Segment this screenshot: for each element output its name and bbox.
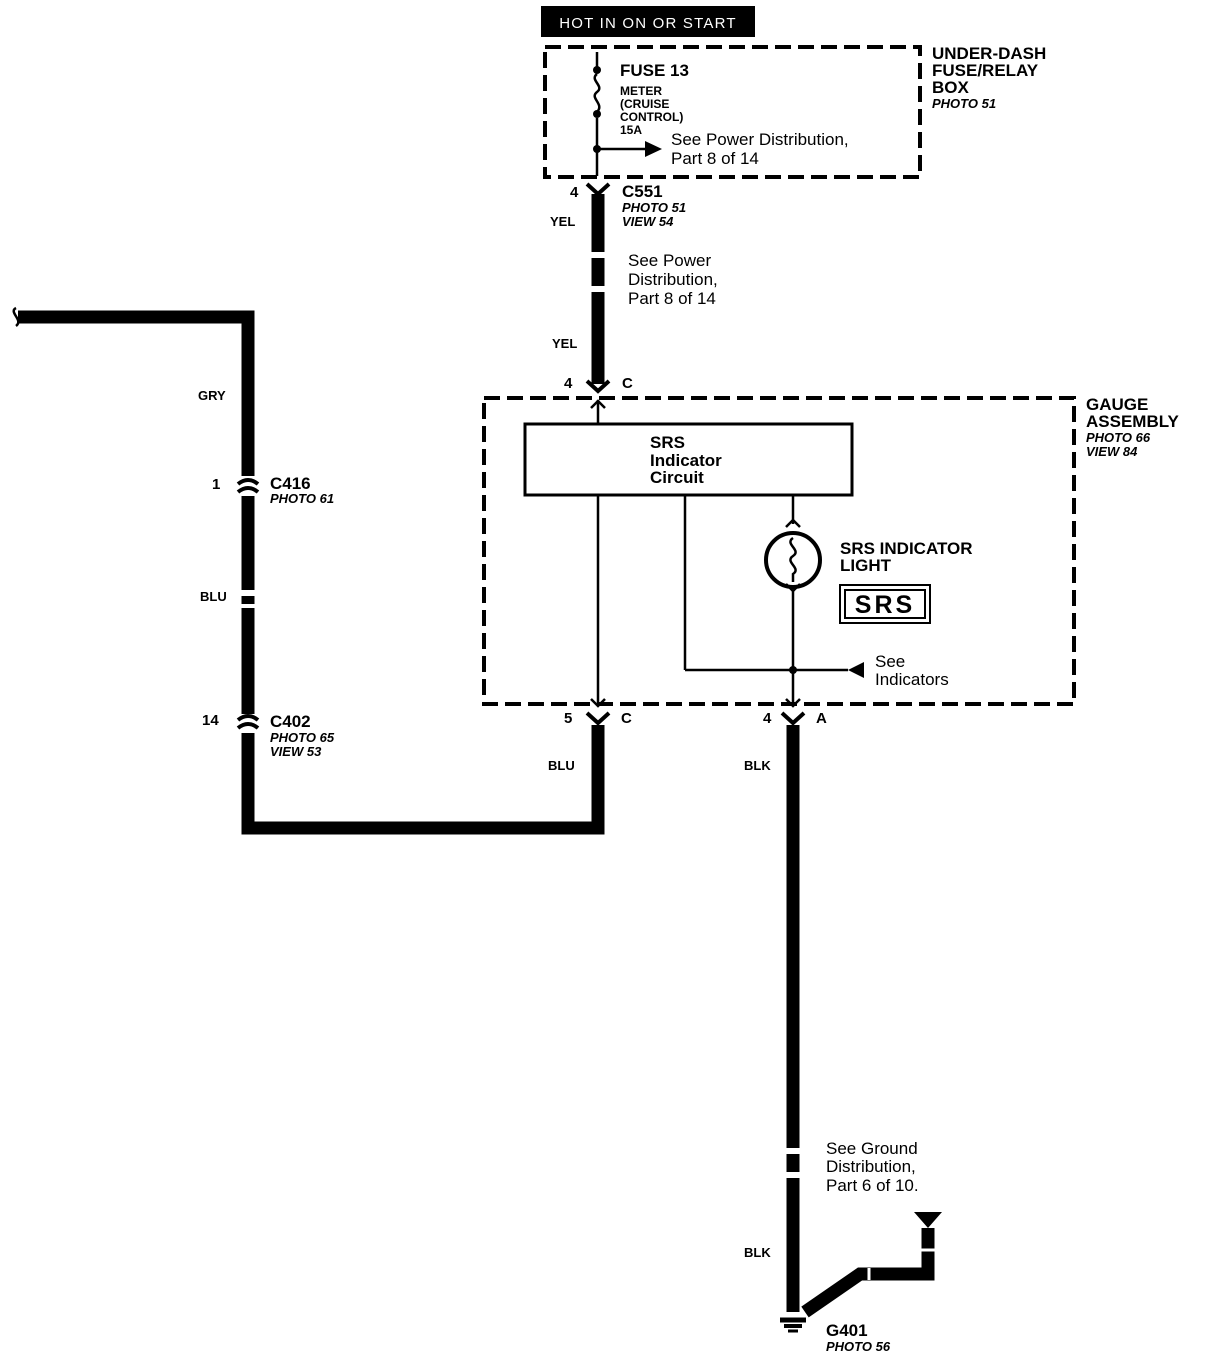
srs-indicator-bulb-icon bbox=[764, 531, 822, 589]
arrow-left-icon bbox=[848, 662, 864, 678]
power-ref2-line-2: Distribution, bbox=[628, 270, 718, 289]
c402-name: C402 bbox=[270, 712, 311, 731]
fuse-relay-box: FUSE 13 METER (CRUISE CONTROL) 15A See P… bbox=[543, 44, 1046, 179]
connector-icon bbox=[236, 478, 260, 486]
gauge-blu-pin: 5 bbox=[564, 710, 572, 727]
arrow-down-icon bbox=[914, 1212, 942, 1228]
light-line-2: LIGHT bbox=[840, 556, 892, 575]
connector-icon bbox=[780, 711, 806, 726]
gauge-top-connector: 4 C bbox=[564, 375, 633, 394]
wire-break-icon bbox=[12, 306, 20, 327]
c416-name: C416 bbox=[270, 474, 311, 493]
power-ref2-line-3: Part 8 of 14 bbox=[628, 289, 716, 308]
gauge-assembly: GAUGE ASSEMBLY PHOTO 66 VIEW 84 SRS Indi… bbox=[482, 395, 1180, 708]
indicators-line-2: Indicators bbox=[875, 670, 949, 689]
power-header-label: HOT IN ON OR START bbox=[559, 15, 736, 32]
light-line-1: SRS INDICATOR bbox=[840, 539, 973, 558]
gauge-blk-pin: 4 bbox=[763, 710, 772, 727]
fuse-box-title-3: BOX bbox=[932, 78, 970, 97]
c402-view: VIEW 53 bbox=[270, 744, 322, 759]
wire-yel-label-top: YEL bbox=[550, 214, 575, 229]
c402-photo: PHOTO 65 bbox=[270, 730, 335, 745]
connector-icon bbox=[236, 486, 260, 494]
gauge-blu-letter: C bbox=[621, 710, 632, 727]
chevron-up-icon bbox=[590, 399, 606, 409]
wire-blk-label-top: BLK bbox=[744, 758, 771, 773]
c551-photo: PHOTO 51 bbox=[622, 200, 686, 215]
ground-name: G401 bbox=[826, 1321, 868, 1340]
fuse-desc-2: (CRUISE bbox=[620, 97, 669, 111]
wire-yel-label-mid: YEL bbox=[552, 336, 577, 351]
gauge-title-1: GAUGE bbox=[1086, 395, 1148, 414]
fuse-name: FUSE 13 bbox=[620, 61, 689, 80]
c551-view: VIEW 54 bbox=[622, 214, 674, 229]
gauge-bottom-connectors: 5 C 4 A bbox=[564, 710, 827, 727]
gauge-photo: PHOTO 66 bbox=[1086, 430, 1151, 445]
wire-blu-label-right: BLU bbox=[548, 758, 575, 773]
ground-icon bbox=[780, 1317, 806, 1333]
connector-icon bbox=[585, 182, 611, 197]
c551-pin: 4 bbox=[570, 184, 579, 201]
gauge-view: VIEW 84 bbox=[1086, 444, 1138, 459]
fuse-box-title-2: FUSE/RELAY bbox=[932, 61, 1039, 80]
circuit-line-1: SRS bbox=[650, 433, 685, 452]
power-ref-line-2: Part 8 of 14 bbox=[671, 149, 759, 168]
indicators-line-1: See bbox=[875, 652, 905, 671]
gauge-top-pin: 4 bbox=[564, 375, 573, 392]
ground-ref-line-1: See Ground bbox=[826, 1139, 918, 1158]
circuit-line-3: Circuit bbox=[650, 468, 704, 487]
wire-yel: YEL YEL See Power Distribution, Part 8 o… bbox=[550, 194, 718, 384]
power-ref-line-1: See Power Distribution, bbox=[671, 130, 849, 149]
connector-icon bbox=[585, 711, 611, 726]
c416-photo: PHOTO 61 bbox=[270, 491, 334, 506]
gauge-blk-letter: A bbox=[816, 710, 827, 727]
wire-gry-blu: GRY 1 C416 PHOTO 61 BLU 14 C402 PHOTO 65… bbox=[12, 306, 605, 835]
connector-c551: 4 C551 PHOTO 51 VIEW 54 bbox=[570, 182, 686, 229]
c551-name: C551 bbox=[622, 182, 663, 201]
wire-blk: BLK BLK See Ground Distribution, Part 6 … bbox=[744, 725, 942, 1318]
ground-photo: PHOTO 56 bbox=[826, 1339, 891, 1354]
wire-gry-label: GRY bbox=[198, 388, 226, 403]
ground-g401: G401 PHOTO 56 bbox=[780, 1317, 891, 1354]
c402-pin: 14 bbox=[202, 712, 219, 729]
fuse-icon bbox=[593, 73, 601, 113]
arrow-right-icon bbox=[645, 141, 662, 157]
fuse-box-photo: PHOTO 51 bbox=[932, 96, 996, 111]
fuse-desc-3: CONTROL) bbox=[620, 110, 683, 124]
srs-badge: SRS bbox=[839, 584, 931, 624]
wire-blu-label-left: BLU bbox=[200, 589, 227, 604]
chevron-down-icon bbox=[785, 698, 801, 708]
srs-indicator-circuit bbox=[523, 422, 854, 497]
connector-icon bbox=[236, 722, 260, 730]
ground-ref-line-2: Distribution, bbox=[826, 1157, 916, 1176]
ground-ref-line-3: Part 6 of 10. bbox=[826, 1176, 919, 1195]
chevron-down-icon bbox=[590, 698, 606, 708]
circuit-line-2: Indicator bbox=[650, 451, 722, 470]
c416-pin: 1 bbox=[212, 476, 220, 493]
fuse-box-title-1: UNDER-DASH bbox=[932, 44, 1046, 63]
gauge-title-2: ASSEMBLY bbox=[1086, 412, 1180, 431]
connector-icon bbox=[585, 379, 611, 394]
srs-badge-text: SRS bbox=[855, 591, 915, 619]
chevron-up-icon bbox=[785, 518, 801, 528]
wire-blk-label-bottom: BLK bbox=[744, 1245, 771, 1260]
power-ref2-line-1: See Power bbox=[628, 251, 711, 270]
power-header: HOT IN ON OR START bbox=[541, 6, 755, 37]
connector-icon bbox=[236, 714, 260, 722]
fuse-rating: 15A bbox=[620, 123, 642, 137]
gauge-top-letter: C bbox=[622, 375, 633, 392]
fuse-desc-1: METER bbox=[620, 84, 662, 98]
